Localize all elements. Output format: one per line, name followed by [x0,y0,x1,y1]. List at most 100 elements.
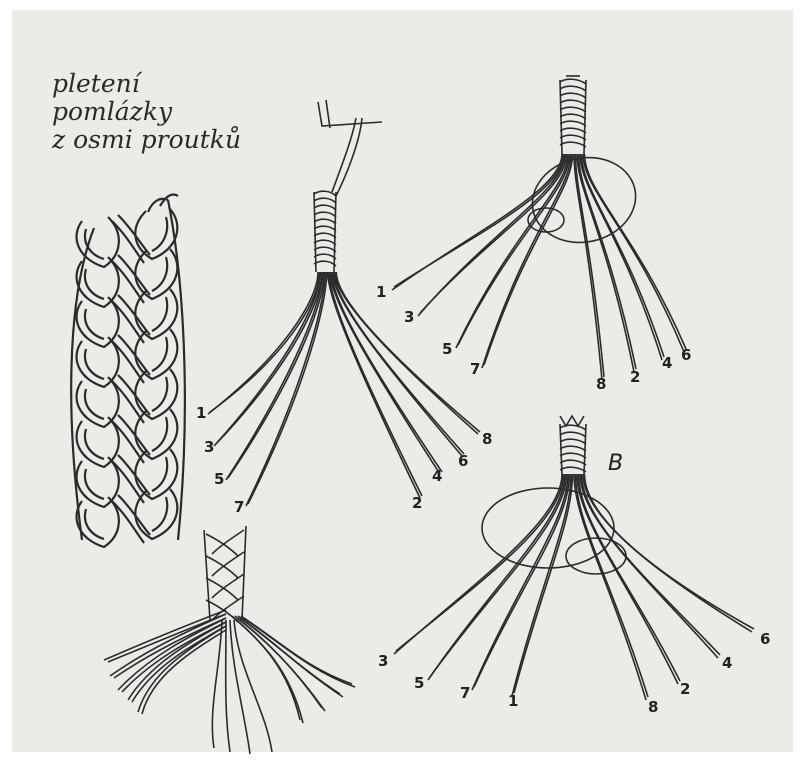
braid-cross [212,530,244,554]
binding-edge [314,192,316,272]
braid-lobe-shade [152,257,167,291]
braid-cross [212,574,244,598]
strand-number: 5 [442,340,452,358]
willow-strand [226,620,230,752]
willow-strand [428,474,565,680]
strand-number: 5 [214,470,224,488]
braid-lobe-shade [85,309,104,339]
braid-cross [212,552,244,576]
binding-wrap [314,205,336,210]
binding-wrap [314,254,336,259]
strand-number: 6 [681,346,691,364]
binding-wrap [314,198,336,203]
holder [326,100,330,128]
willow-strand [122,622,226,692]
willow-strand [335,272,478,434]
binding-wrap [560,121,586,126]
strand-number: 1 [376,283,386,301]
binding-wrap [314,240,336,245]
binding-edge [584,424,586,474]
willow-strand [329,272,422,496]
step-top-right-drawing [392,76,686,380]
willow-strand [336,272,480,432]
strand-number: 7 [470,360,480,378]
strand-number: 5 [414,674,424,692]
binding-wrap [314,219,336,224]
step-center-drawing [208,100,480,506]
strand-number: 2 [630,368,640,386]
strand-number: 2 [680,680,690,698]
willow-strand [392,154,562,290]
binding-wrap [560,114,586,119]
binding-wrap [314,226,336,231]
binding-wrap [560,460,586,465]
strand-number: 2 [412,494,422,512]
strand-number: 7 [460,684,470,702]
binding-wrap [560,86,586,91]
willow-strand [583,474,752,632]
braid-lobe-shade [85,429,104,459]
braid-lobe-shade [152,417,167,451]
strand-number: 8 [596,375,606,393]
braid-lobe-shade [152,297,167,331]
binding-wrap [314,233,336,238]
strand-number: 3 [204,438,214,456]
strand-number: 1 [508,692,518,710]
braid-lobe-shade [152,337,167,371]
strand-number: 7 [234,498,244,516]
binding-wrap [560,128,586,133]
willow-strand [577,474,678,684]
willow-strand [394,154,564,287]
binding-wrap [314,247,336,252]
braid-outline [242,526,246,620]
binding-wrap [560,100,586,105]
willow-strand [104,610,226,660]
strand-number: 4 [662,354,672,372]
binding-wrap [560,439,586,444]
braid-outline [204,530,210,620]
strand-number: 4 [722,654,732,672]
willow-strand [230,620,250,754]
braid-lobe-shade [85,389,104,419]
willow-strand [248,272,327,504]
step-label-b: B [608,451,623,476]
binding-wrap [560,446,586,451]
strand-number: 4 [432,467,442,485]
step-top-right-numbers: 1 3 5 7 8 2 4 6 [376,283,691,393]
binding-wrap [560,107,586,112]
binding-wrap [560,135,586,140]
braid-start-drawing [104,526,355,754]
willow-strand [420,154,567,313]
step-bottom-right-drawing [394,416,754,700]
braid-lobe-shade [152,377,167,411]
strand-number: 8 [648,698,658,716]
braid-lobe-shade [152,217,167,251]
step-bottom-right-numbers: 3 5 7 1 8 2 4 6 [378,630,770,716]
binding-edge [584,80,586,154]
willow-strand [234,620,272,752]
willow-strand [214,272,320,446]
binding-wrap [560,467,586,472]
binding-wrap [560,93,586,98]
braid-lobe-shade [85,469,104,499]
willow-strand [212,620,222,748]
binding-wrap [560,142,586,147]
binding-edge [334,192,336,272]
braid-lobe [77,217,119,267]
braid-lobe-shade [85,269,104,299]
braid-lobe-shade [152,457,167,491]
binding-wrap [560,425,586,430]
strand-number: 3 [404,308,414,326]
strand-number: 6 [458,452,468,470]
braid-lobe-shade [85,349,104,379]
holder-string [336,118,362,196]
binding-wrap [560,432,586,437]
binding-wrap [314,261,336,266]
finished-braid-drawing [71,194,185,547]
binding-edge [560,424,562,474]
willow-strand [430,474,567,677]
strand-number: 1 [196,404,206,422]
strand-number: 6 [760,630,770,648]
binding-wrap [560,453,586,458]
